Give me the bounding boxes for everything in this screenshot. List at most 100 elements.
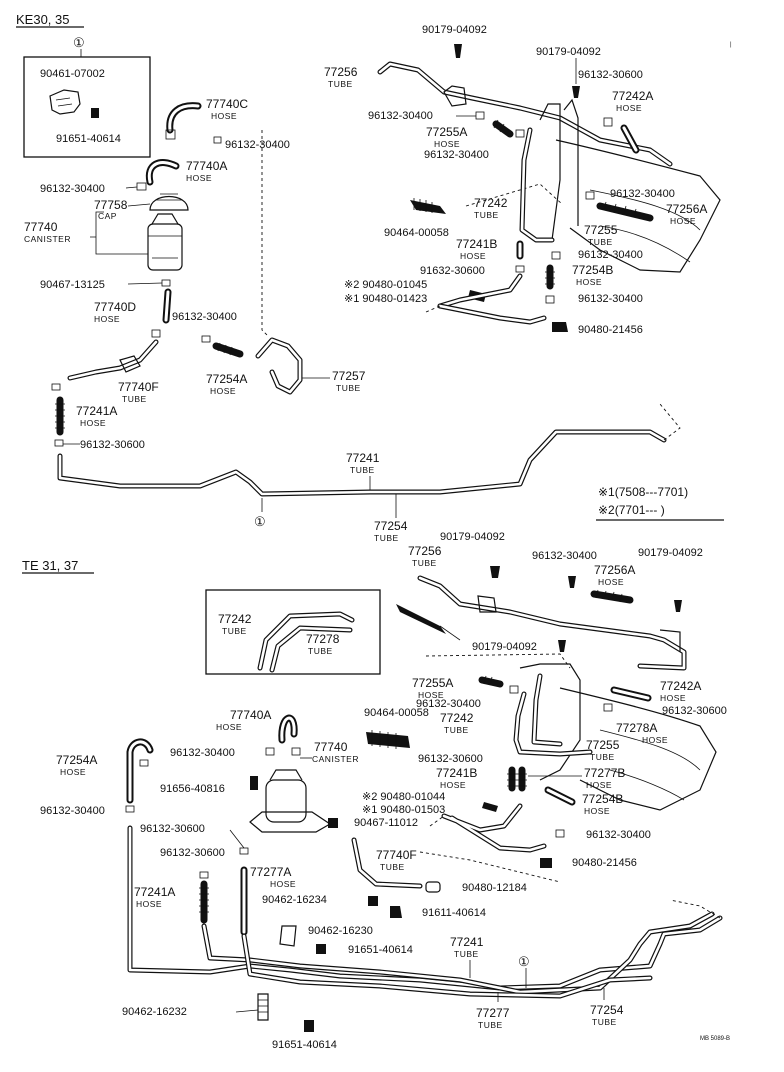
clip-icon [509, 685, 519, 694]
clip-icon [54, 439, 64, 447]
clamp-90464-00058-icon [410, 200, 446, 214]
label-b-c9: 96132-30400 [586, 829, 651, 841]
svg-text:HOSE: HOSE [586, 780, 612, 790]
clip-icon [603, 117, 613, 127]
clip-icon [161, 279, 171, 287]
label-inset-77242: 77242 [218, 612, 252, 626]
label-b-c1: 96132-30400 [532, 550, 597, 562]
hose-77254a-shape [212, 342, 244, 358]
fuel-tank-outline-b [559, 687, 717, 811]
svg-text:TUBE: TUBE [444, 725, 469, 735]
label-b-77254b: 77254B [582, 792, 623, 806]
label-b-c7: 96132-30600 [140, 823, 205, 835]
label-b-90179-04092-c: 90179-04092 [472, 641, 537, 653]
corner-code: MB 5089-B [700, 1036, 730, 1042]
svg-text:HOSE: HOSE [460, 251, 486, 261]
label-b-77740: 77740 [314, 740, 348, 754]
bolt-icon [568, 576, 576, 588]
bolt-icon [454, 44, 462, 58]
clip-icon [199, 871, 209, 879]
label-b-91651-40614-b: 91651-40614 [348, 944, 413, 956]
label-90480-21456-top: 90480-21456 [578, 324, 643, 336]
svg-text:TUBE: TUBE [350, 465, 375, 475]
label-b-77254a: 77254A [56, 753, 97, 767]
marker-top: ① [73, 35, 85, 50]
clip-icon [136, 182, 147, 191]
canister-b-77740-shape [265, 779, 307, 823]
label-b-c6: 96132-30400 [40, 805, 105, 817]
legend-item-2: ※2(7701--- ) [598, 503, 665, 517]
svg-text:HOSE: HOSE [670, 216, 696, 226]
label-77254-top: 77254 [374, 519, 408, 533]
bolt-icon [390, 906, 402, 918]
label-c8: 96132-30400 [610, 188, 675, 200]
bracket-detail [55, 97, 73, 107]
label-b-c5: 96132-30600 [418, 753, 483, 765]
bolt-icon [540, 858, 552, 868]
bracket-detail-box [23, 56, 151, 158]
svg-text:HOSE: HOSE [660, 693, 686, 703]
label-91632-30600: 91632-30600 [420, 265, 485, 277]
svg-text:TUBE: TUBE [336, 383, 361, 393]
label-b-77256a: 77256A [594, 563, 635, 577]
clip-icon [239, 847, 249, 855]
clamp-icon [257, 993, 269, 1021]
svg-text:HOSE: HOSE [616, 103, 642, 113]
bolt-icon [368, 896, 378, 906]
label-b-90462-16232: 90462-16232 [122, 1006, 187, 1018]
label-b-77255: 77255 [586, 738, 620, 752]
label-b-77254: 77254 [590, 1003, 624, 1017]
label-c5: 96132-30600 [578, 69, 643, 81]
svg-text:HOSE: HOSE [186, 173, 212, 183]
svg-text:HOSE: HOSE [418, 690, 444, 700]
label-b-90480-21456: 90480-21456 [572, 857, 637, 869]
label-90179-04092-a: 90179-04092 [422, 24, 487, 36]
svg-text:HOSE: HOSE [211, 111, 237, 121]
label-b-77255a: 77255A [412, 676, 453, 690]
bolt-icon [328, 818, 338, 828]
label-77740d: 77740D [94, 300, 136, 314]
label-b-90480-01503: ※1 90480-01503 [362, 804, 445, 816]
label-b-90464-00058: 90464-00058 [364, 707, 429, 719]
clip-icon [151, 329, 161, 338]
canister-77740-shape [147, 223, 183, 271]
svg-text:HOSE: HOSE [576, 277, 602, 287]
label-c6: 96132-30400 [368, 110, 433, 122]
label-b-77277a: 77277A [250, 865, 291, 879]
inset-arrow [396, 604, 446, 634]
inset-box [205, 589, 381, 675]
label-b-77241b: 77241B [436, 766, 477, 780]
clip-icon [201, 335, 211, 343]
clip-icon [585, 191, 595, 200]
header-top: KE30, 35 [16, 12, 70, 27]
svg-text:TUBE: TUBE [380, 862, 405, 872]
label-c1: 96132-30400 [225, 139, 290, 151]
svg-text:HOSE: HOSE [60, 767, 86, 777]
clip-icon [125, 805, 135, 813]
label-b-90179-04092-b: 90179-04092 [638, 547, 703, 559]
clip-icon [51, 383, 61, 391]
label-77255a-top: 77255A [426, 125, 467, 139]
bracket-bolt-icon [91, 108, 99, 118]
bolt-icon [552, 322, 568, 332]
clip-icon [165, 129, 176, 140]
label-77740f: 77740F [118, 380, 159, 394]
bottom-section: TE 31, 37 90179-04092 77256 TUBE 96132-3… [22, 531, 730, 1051]
clip-icon [139, 759, 149, 767]
label-90480-01423: ※1 90480-01423 [344, 293, 427, 305]
svg-text:|: | [730, 42, 732, 48]
header-bottom: TE 31, 37 [22, 558, 78, 573]
label-90179-04092-b: 90179-04092 [536, 46, 601, 58]
label-b-77256: 77256 [408, 544, 442, 558]
clip-icon [475, 111, 485, 120]
label-77241: 77241 [346, 451, 380, 465]
label-b-90462-16234: 90462-16234 [262, 894, 327, 906]
label-b-91611-40614: 91611-40614 [422, 907, 486, 919]
label-77740a: 77740A [186, 159, 227, 173]
label-90480-01045: ※2 90480-01045 [344, 279, 427, 291]
clip-icon [213, 136, 222, 144]
svg-text:TUBE: TUBE [592, 1017, 617, 1027]
svg-text:TUBE: TUBE [454, 949, 479, 959]
label-77740c: 77740C [206, 97, 248, 111]
